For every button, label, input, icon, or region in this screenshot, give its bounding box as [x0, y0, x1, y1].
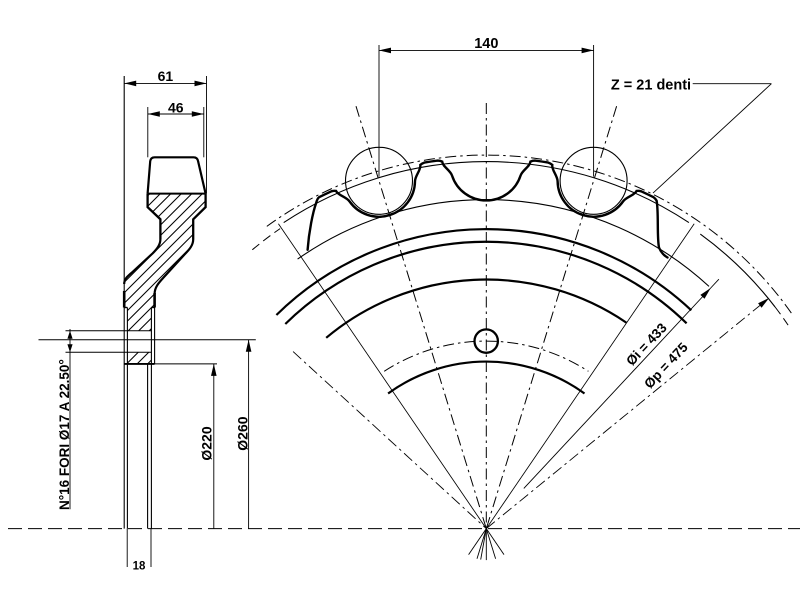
svg-text:Ø260: Ø260 — [235, 416, 251, 450]
svg-text:18: 18 — [133, 561, 146, 573]
svg-text:46: 46 — [168, 100, 184, 116]
svg-text:140: 140 — [474, 36, 498, 52]
svg-text:61: 61 — [158, 68, 174, 84]
svg-text:Z = 21 denti: Z = 21 denti — [611, 78, 691, 94]
svg-text:N°16 FORI Ø17 A 22.50°: N°16 FORI Ø17 A 22.50° — [57, 359, 72, 510]
svg-text:Ø220: Ø220 — [199, 426, 215, 460]
